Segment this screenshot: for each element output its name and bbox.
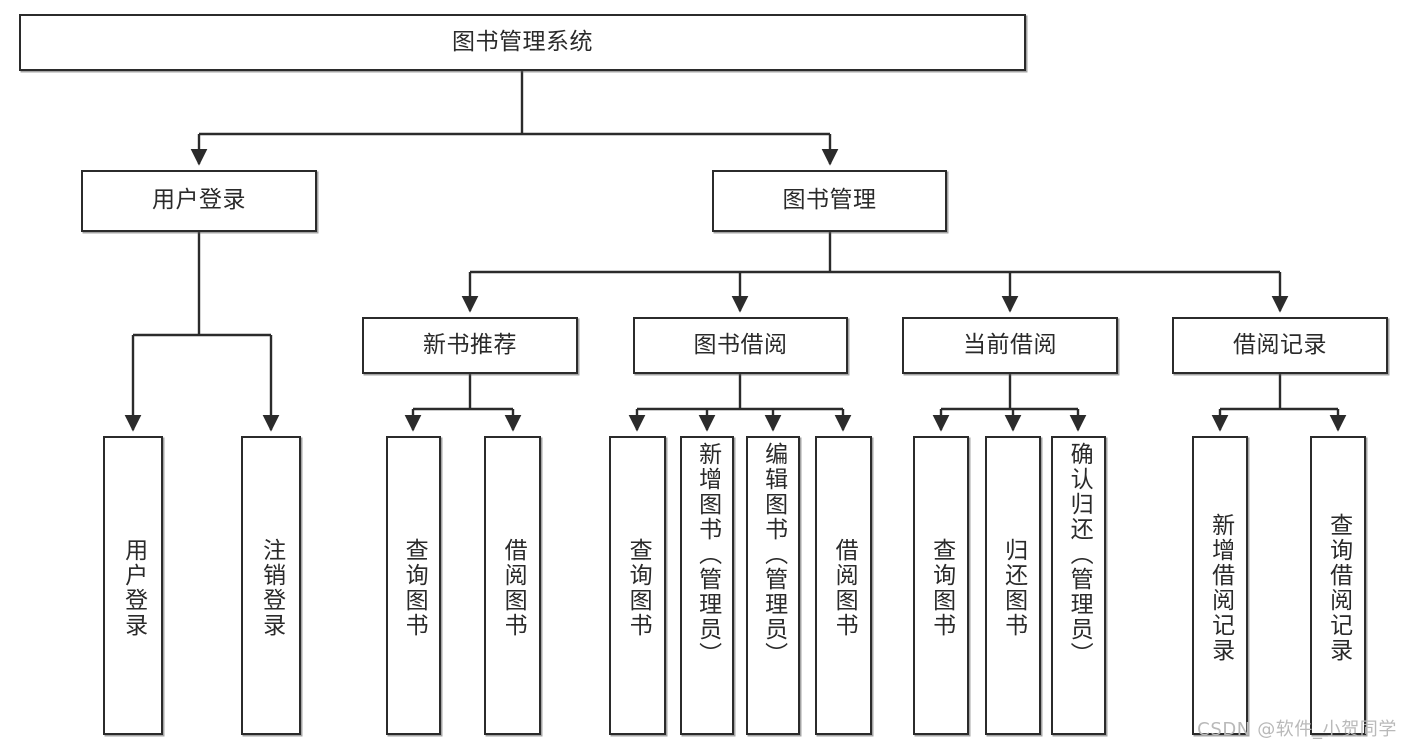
- node-root[interactable]: 图书管理系统: [19, 14, 1026, 71]
- node-book-manage[interactable]: 图书管理: [712, 170, 947, 232]
- node-book-borrow[interactable]: 图书借阅: [633, 317, 848, 374]
- node-leaf-borrow-book-1-label: 借阅图书: [500, 537, 527, 638]
- node-root-label: 图书管理系统: [452, 28, 593, 55]
- node-leaf-query-record-label: 查询借阅记录: [1325, 512, 1352, 663]
- node-leaf-confirm-return-label: 确认归还（管理员）: [1066, 442, 1093, 667]
- node-new-book-rec-label: 新书推荐: [423, 331, 517, 358]
- node-new-book-rec[interactable]: 新书推荐: [362, 317, 578, 374]
- node-leaf-query-book-3-label: 查询图书: [928, 537, 955, 638]
- node-leaf-borrow-book-2-label: 借阅图书: [831, 537, 858, 638]
- node-leaf-user-login[interactable]: 用户登录: [103, 436, 163, 735]
- node-leaf-user-login-label: 用户登录: [120, 537, 147, 638]
- node-leaf-return-book[interactable]: 归还图书: [985, 436, 1041, 735]
- node-book-borrow-label: 图书借阅: [693, 331, 788, 358]
- node-leaf-add-record-label: 新增借阅记录: [1207, 512, 1234, 663]
- node-leaf-query-book-1[interactable]: 查询图书: [386, 436, 441, 735]
- node-leaf-user-logout[interactable]: 注销登录: [241, 436, 301, 735]
- node-leaf-confirm-return[interactable]: 确认归还（管理员）: [1051, 436, 1106, 735]
- node-book-manage-label: 图书管理: [782, 187, 877, 214]
- node-leaf-borrow-book-1[interactable]: 借阅图书: [484, 436, 541, 735]
- node-leaf-query-book-2-label: 查询图书: [625, 537, 652, 638]
- node-borrow-record[interactable]: 借阅记录: [1172, 317, 1388, 374]
- node-user-login[interactable]: 用户登录: [81, 170, 317, 232]
- node-current-borrow-label: 当前借阅: [963, 331, 1057, 358]
- node-leaf-query-record[interactable]: 查询借阅记录: [1310, 436, 1366, 735]
- watermark-text: CSDN @软件_小贺同学: [1197, 719, 1397, 740]
- node-current-borrow[interactable]: 当前借阅: [902, 317, 1118, 374]
- node-leaf-query-book-1-label: 查询图书: [401, 537, 428, 638]
- node-leaf-add-book-label: 新增图书（管理员）: [694, 442, 721, 667]
- node-leaf-add-record[interactable]: 新增借阅记录: [1192, 436, 1248, 735]
- node-leaf-borrow-book-2[interactable]: 借阅图书: [815, 436, 872, 735]
- node-borrow-record-label: 借阅记录: [1233, 331, 1327, 358]
- node-user-login-label: 用户登录: [152, 187, 246, 214]
- node-leaf-query-book-3[interactable]: 查询图书: [913, 436, 969, 735]
- node-leaf-edit-book[interactable]: 编辑图书（管理员）: [746, 436, 800, 735]
- node-leaf-query-book-2[interactable]: 查询图书: [609, 436, 666, 735]
- node-leaf-return-book-label: 归还图书: [1000, 537, 1027, 638]
- node-leaf-user-logout-label: 注销登录: [258, 537, 285, 638]
- node-leaf-edit-book-label: 编辑图书（管理员）: [760, 442, 787, 667]
- node-leaf-add-book[interactable]: 新增图书（管理员）: [680, 436, 734, 735]
